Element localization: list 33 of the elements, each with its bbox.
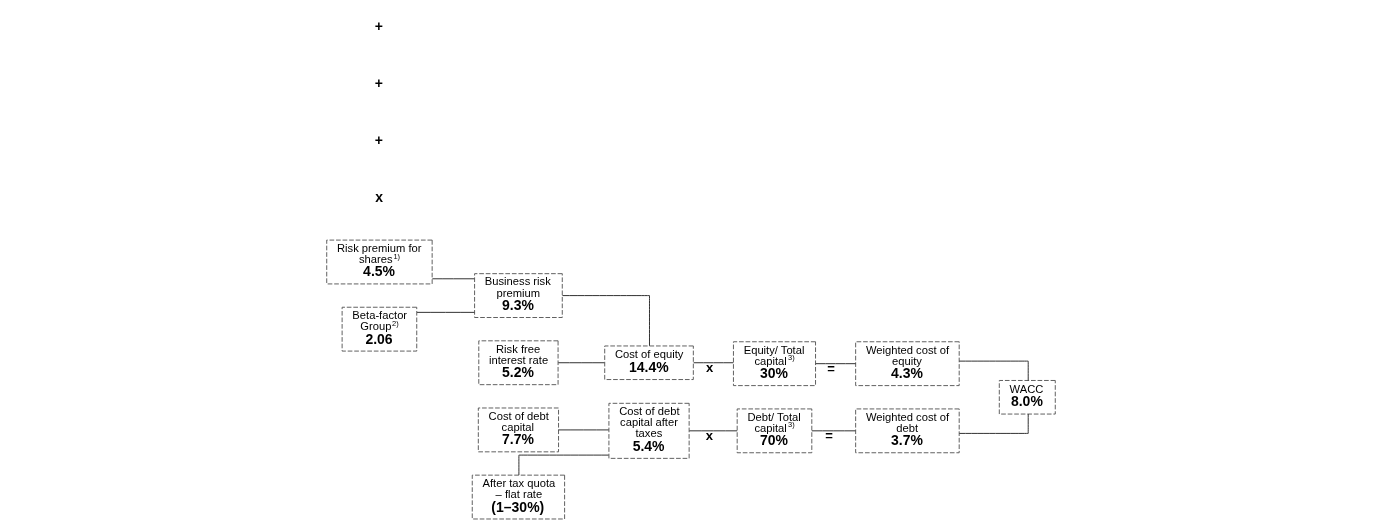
connector (811, 430, 856, 432)
node-box: Cost of equity 14.4% (604, 345, 694, 380)
node-box: Cost of debt capital 7.7% (477, 407, 559, 453)
label: x (375, 188, 384, 205)
label: + (374, 18, 383, 35)
node-box: WACC 8.0% (998, 380, 1056, 415)
edge-label: = (825, 428, 833, 444)
label: + (374, 75, 383, 92)
connector (431, 278, 475, 280)
connector (558, 429, 610, 431)
node-box: Weighted cost of debt 3.7% (855, 408, 960, 454)
edge-label: x (705, 428, 714, 444)
connector (815, 363, 856, 365)
node-box: After tax quota – flat rate (1–30%) (471, 474, 566, 520)
connector (958, 360, 1029, 381)
edge-label: x (706, 360, 714, 376)
node-box: Equity/ Total capital$^{3)}$ 30% (732, 341, 816, 387)
node-box: Risk free interest rate 5.2% (478, 340, 559, 386)
connector (416, 311, 475, 313)
node-box: Weighted cost of equity 4.3% (855, 341, 960, 387)
connector (518, 454, 610, 476)
node-box: Cost of debt capital after taxes 5.4% (608, 402, 690, 459)
node-box: Risk premium for shares$^{1)}$ 4.5% (326, 239, 433, 285)
connector (958, 413, 1029, 434)
connector (557, 362, 605, 364)
label: + (374, 131, 383, 148)
node-box: Business risk premium 9.3% (474, 273, 563, 318)
connector (688, 430, 738, 432)
connector (561, 295, 650, 347)
connector (693, 362, 734, 364)
edge-label: = (827, 361, 835, 377)
node-box: Debt/ Total capital$^{3)}$ 70% (736, 408, 813, 454)
node-box: Beta-factor Group$^{2)}$ 2.06 (341, 306, 418, 352)
